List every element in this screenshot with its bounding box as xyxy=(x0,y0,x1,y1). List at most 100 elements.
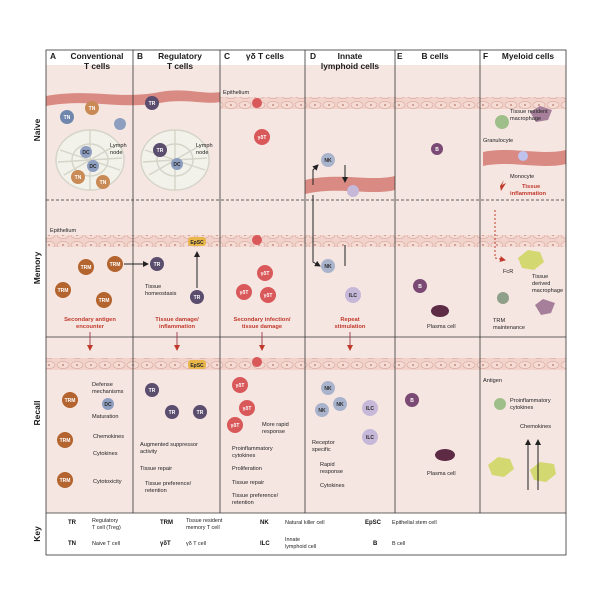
key-background xyxy=(46,513,566,555)
svg-text:TR: TR xyxy=(169,410,176,416)
svg-text:T cell (Treg): T cell (Treg) xyxy=(92,525,121,531)
svg-text:Epithelium: Epithelium xyxy=(50,228,76,234)
column-header-a: A Conventional T cells xyxy=(50,51,124,71)
svg-text:NK: NK xyxy=(318,408,326,414)
svg-text:Tissue: Tissue xyxy=(532,274,548,280)
svg-text:More rapid: More rapid xyxy=(262,422,289,428)
svg-text:Chemokines: Chemokines xyxy=(93,434,124,440)
svg-text:ILC: ILC xyxy=(366,406,374,412)
svg-text:TN: TN xyxy=(64,115,71,121)
row-header-key: Key xyxy=(32,526,42,542)
svg-text:inflammation: inflammation xyxy=(159,324,196,330)
svg-text:A: A xyxy=(50,51,56,61)
svg-text:Tissue: Tissue xyxy=(145,284,161,290)
svg-text:node: node xyxy=(196,150,208,156)
svg-text:homeostasis: homeostasis xyxy=(145,291,177,297)
svg-text:response: response xyxy=(262,429,285,435)
key-abbr-tn: TN xyxy=(68,541,76,547)
svg-text:Cytotoxicity: Cytotoxicity xyxy=(93,479,122,485)
svg-text:Innate: Innate xyxy=(285,537,300,543)
svg-text:Receptor: Receptor xyxy=(312,440,335,446)
svg-text:EpSC: EpSC xyxy=(190,240,204,246)
svg-text:T cells: T cells xyxy=(84,61,110,71)
svg-text:Rapid: Rapid xyxy=(320,462,335,468)
memory-col-f: FcR Tissue derived macrophage TRM mainte… xyxy=(493,210,563,331)
svg-text:macrophage: macrophage xyxy=(510,116,541,122)
recall-col-c: γδT γδT γδT More rapid response Proinfla… xyxy=(227,357,289,506)
svg-text:Tissue preference/: Tissue preference/ xyxy=(232,493,279,499)
svg-text:stimulation: stimulation xyxy=(335,324,366,330)
svg-text:DC: DC xyxy=(89,164,97,170)
svg-text:TRM: TRM xyxy=(58,288,69,294)
svg-text:B: B xyxy=(418,284,422,290)
lymph-node-a xyxy=(55,129,125,191)
svg-text:TR: TR xyxy=(149,388,156,394)
svg-text:Secondary antigen: Secondary antigen xyxy=(64,317,116,323)
svg-text:node: node xyxy=(110,150,122,156)
svg-text:DC: DC xyxy=(104,402,112,408)
row-header-memory: Memory xyxy=(32,251,42,284)
svg-text:TR: TR xyxy=(194,295,201,301)
row-header-recall: Recall xyxy=(32,400,42,425)
transition-arrows xyxy=(87,332,353,351)
svg-text:γδT: γδT xyxy=(261,271,270,277)
naive-col-a: TN TN DC DC TN TN Lymph node xyxy=(60,101,127,189)
svg-text:Secondary infection/: Secondary infection/ xyxy=(233,317,290,323)
svg-text:NK: NK xyxy=(336,402,344,408)
svg-text:Plasma cell: Plasma cell xyxy=(427,324,456,330)
svg-text:Augmented suppressor: Augmented suppressor xyxy=(140,442,198,448)
svg-text:mechanisms: mechanisms xyxy=(92,389,124,395)
svg-text:Maturation: Maturation xyxy=(92,414,118,420)
svg-text:derived: derived xyxy=(532,281,550,287)
svg-text:γδT: γδT xyxy=(264,293,273,299)
memory-col-d: NK ILC Repeat stimulation xyxy=(312,195,366,330)
svg-text:B: B xyxy=(137,51,143,61)
panel-background xyxy=(46,65,566,513)
svg-text:ILC: ILC xyxy=(366,435,374,441)
epithelium-bands xyxy=(46,97,566,370)
naive-col-f: Tissue resident macrophage Granulocyte M… xyxy=(483,106,552,197)
svg-text:specific: specific xyxy=(312,447,331,453)
svg-text:Antigen: Antigen xyxy=(483,378,502,384)
svg-text:Tissue repair: Tissue repair xyxy=(232,480,264,486)
svg-text:T cells: T cells xyxy=(167,61,193,71)
recall-col-d: NK NK NK ILC ILC Receptor specific Rapid… xyxy=(312,381,378,489)
svg-text:TN: TN xyxy=(89,106,96,112)
key-abbr-nk: NK xyxy=(260,520,269,526)
svg-text:B: B xyxy=(435,147,439,153)
svg-text:Plasma cell: Plasma cell xyxy=(427,471,456,477)
svg-text:Tissue resident: Tissue resident xyxy=(510,109,548,115)
naive-col-b: TR TR DC Lymph node xyxy=(145,96,213,170)
svg-text:Regulatory: Regulatory xyxy=(158,51,202,61)
svg-text:TRM: TRM xyxy=(110,262,121,268)
svg-text:TN: TN xyxy=(75,175,82,181)
column-header-f: F Myeloid cells xyxy=(483,51,554,61)
svg-text:Epithelium: Epithelium xyxy=(223,90,249,96)
svg-text:Regulatory: Regulatory xyxy=(92,518,118,524)
svg-text:TN: TN xyxy=(100,180,107,186)
memory-col-a: Epithelium TRM TRM TRM TRM Secondary ant… xyxy=(50,228,123,330)
svg-text:TRM: TRM xyxy=(60,478,71,484)
svg-text:Tissue repair: Tissue repair xyxy=(140,466,172,472)
recall-col-f: Antigen Proinflammatory cytokines Chemok… xyxy=(483,378,556,490)
svg-text:Epithelial stem cell: Epithelial stem cell xyxy=(392,520,437,526)
svg-text:retention: retention xyxy=(232,500,254,506)
svg-text:NK: NK xyxy=(324,158,332,164)
svg-text:cytokines: cytokines xyxy=(510,405,534,411)
svg-text:inflammation: inflammation xyxy=(510,191,547,197)
svg-text:encounter: encounter xyxy=(76,324,105,330)
svg-text:activity: activity xyxy=(140,449,157,455)
svg-text:Conventional: Conventional xyxy=(70,51,123,61)
svg-text:γδ T cell: γδ T cell xyxy=(186,541,206,547)
svg-text:Monocyte: Monocyte xyxy=(510,174,534,180)
key-abbr-b: B xyxy=(373,541,378,547)
memory-col-e: B Plasma cell xyxy=(413,279,456,330)
column-header-e: E B cells xyxy=(397,51,449,61)
svg-text:γδT: γδT xyxy=(240,290,249,296)
svg-text:TRM: TRM xyxy=(65,398,76,404)
memory-col-b: TR EpSC TR Tissue homeostasis Tissue dam… xyxy=(124,237,206,330)
column-headers: A Conventional T cells B Regulatory T ce… xyxy=(50,51,554,71)
svg-text:Innate: Innate xyxy=(338,51,363,61)
